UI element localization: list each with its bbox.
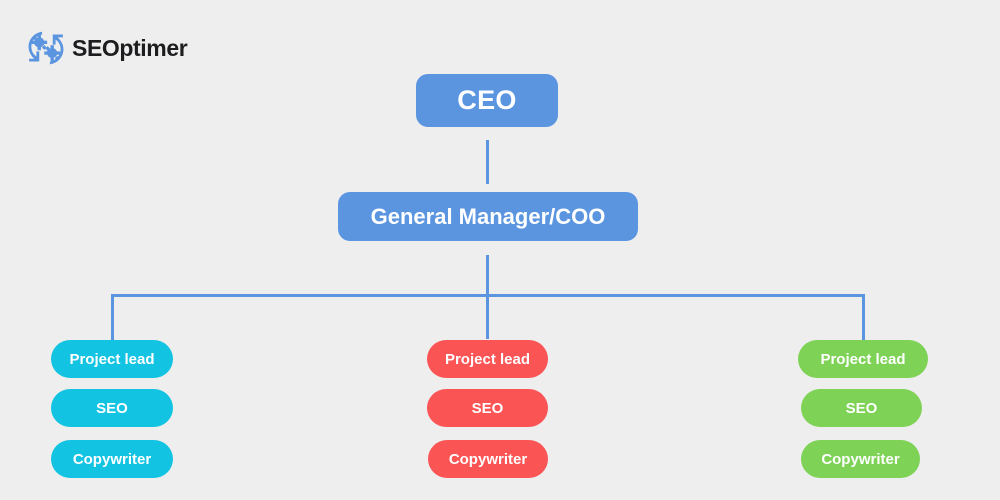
brand-logo: SEOptimer — [28, 30, 188, 66]
connector-horizontal-bus — [111, 294, 865, 297]
node-team-2-copywriter[interactable]: Copywriter — [428, 440, 548, 478]
connector-bus-to-team-3 — [862, 294, 865, 340]
connector-ceo-to-gm — [486, 140, 489, 184]
gears-refresh-icon — [28, 31, 64, 65]
node-general-manager[interactable]: General Manager/COO — [338, 192, 638, 241]
connector-bus-to-team-1 — [111, 294, 114, 340]
node-team-3-copywriter[interactable]: Copywriter — [801, 440, 920, 478]
node-team-2-seo[interactable]: SEO — [427, 389, 548, 427]
node-team-1-project-lead[interactable]: Project lead — [51, 340, 173, 378]
node-team-3-seo[interactable]: SEO — [801, 389, 922, 427]
node-team-2-project-lead[interactable]: Project lead — [427, 340, 548, 378]
brand-name: SEOptimer — [72, 34, 188, 61]
node-team-1-copywriter[interactable]: Copywriter — [51, 440, 173, 478]
connector-gm-trunk — [486, 255, 489, 339]
node-team-3-project-lead[interactable]: Project lead — [798, 340, 928, 378]
node-team-1-seo[interactable]: SEO — [51, 389, 173, 427]
node-ceo[interactable]: CEO — [416, 74, 558, 127]
